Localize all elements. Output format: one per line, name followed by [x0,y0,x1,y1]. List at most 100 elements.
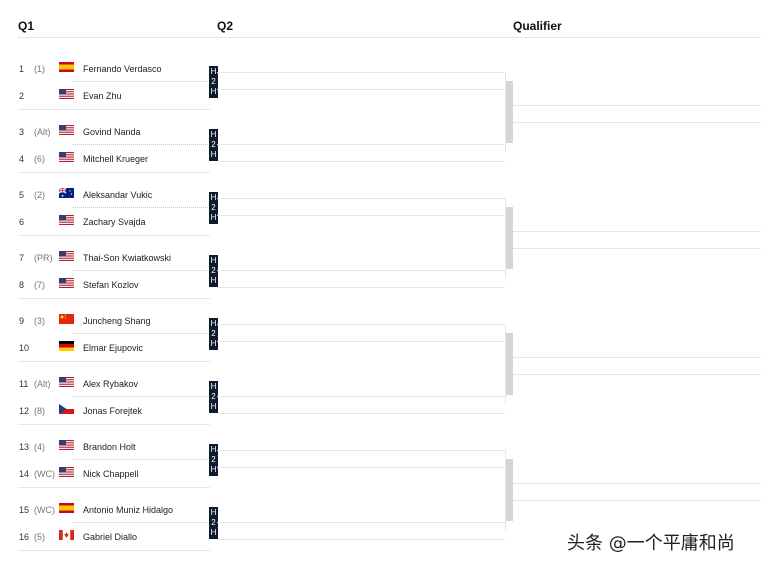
h2h-letter: H [210,276,217,285]
bracket-connector [505,459,513,521]
player-row[interactable]: 15(WC)Antonio Muniz Hidalgo [18,499,210,521]
draw-position: 11 [19,379,29,389]
h2h-letter: H [210,319,217,328]
player-separator [73,396,210,397]
player-row[interactable]: 1 (1) Fernando Verdasco [18,58,210,80]
canada-flag-icon [59,530,74,540]
seed-label: (1) [34,64,45,74]
player-row[interactable]: 7(PR)Thai-Son Kwiatkowski [18,247,210,269]
player-separator [73,207,210,208]
player-row[interactable]: 14(WC)Nick Chappell [18,463,210,485]
player-row[interactable]: 4(6)Mitchell Krueger [18,148,210,170]
h2h-letter: 2 [211,329,216,338]
q2-slot-line [217,341,505,342]
player-name[interactable]: Nick Chappell [83,469,139,479]
player-row[interactable]: 8(7)Stefan Kozlov [18,274,210,296]
q2-slot-line [217,413,505,414]
draw-position: 5 [19,190,25,200]
player-row[interactable]: 5(2)Aleksandar Vukic [18,184,210,206]
player-row[interactable]: 6 Zachary Svajda [18,211,210,233]
usa-flag-icon [59,377,74,387]
seed-label: (Alt) [34,127,51,137]
h2h-letter: H [210,445,217,454]
player-name[interactable]: Alex Rybakov [83,379,139,389]
h2h-letter: 2 [211,140,216,149]
draw-position: 1 [19,64,25,74]
usa-flag-icon [59,251,74,261]
draw-position: 6 [19,217,25,227]
seed-label: (8) [34,406,45,416]
player-name[interactable]: Thai-Son Kwiatkowski [83,253,172,263]
match-6: 11(Alt)Alex Rybakov 12 (8) Jonas Forejtek [18,370,210,425]
header-divider [18,37,761,38]
h2h-letter: H [210,213,217,222]
draw-position: 15 [19,505,30,515]
bracket-connector [505,207,513,269]
player-row[interactable]: 9(3)Juncheng Shang [18,310,210,332]
player-name[interactable]: Elmar Ejupovic [83,343,144,353]
player-name[interactable]: Mitchell Krueger [83,154,149,164]
player-row[interactable]: 3(Alt)Govind Nanda [18,121,210,143]
player-row[interactable]: 12 (8) Jonas Forejtek [18,400,210,422]
usa-flag-icon [59,152,74,162]
h2h-letter: H [210,339,217,348]
draw-position: 7 [19,253,25,263]
h2h-letter: 2 [211,77,216,86]
q2-slot-line [217,396,505,397]
player-name[interactable]: Govind Nanda [83,127,141,137]
qualifier-slot-line [513,231,761,232]
q2-slot-line [217,522,505,523]
match-3: 5(2)Aleksandar Vukic 6 Zachary Svajda [18,181,210,236]
player-name[interactable]: Gabriel Diallo [83,532,138,542]
player-name[interactable]: Juncheng Shang [83,316,151,326]
germany-flag-icon [59,341,74,351]
player-name[interactable]: Zachary Svajda [83,217,146,227]
qualifier-slot-line [513,122,761,123]
draw-position: 4 [19,154,25,164]
player-name[interactable]: Jonas Forejtek [83,406,143,416]
h2h-letter: H [210,528,217,537]
h2h-letter: H [210,193,217,202]
qualifier-slot-line [513,374,761,375]
draw-position: 8 [19,280,25,290]
draw-position: 12 [19,406,30,416]
usa-flag-icon [59,89,74,99]
q2-slot-line [217,287,505,288]
player-separator [73,270,210,271]
player-name[interactable]: Fernando Verdasco [83,64,162,74]
player-separator [73,144,210,145]
player-name[interactable]: Stefan Kozlov [83,280,139,290]
draw-position: 16 [19,532,30,542]
qualifier-slot-line [513,357,761,358]
usa-flag-icon [59,278,74,288]
player-row[interactable]: 11(Alt)Alex Rybakov [18,373,210,395]
bracket-connector-line [505,324,506,404]
player-row[interactable]: 13(4)Brandon Holt [18,436,210,458]
q2-slot-line [217,467,505,468]
q2-slot-line [217,161,505,162]
player-name[interactable]: Evan Zhu [83,91,122,101]
usa-flag-icon [59,125,74,135]
player-row[interactable]: 16(5)Gabriel Diallo [18,526,210,548]
player-name[interactable]: Aleksandar Vukic [83,190,153,200]
q2-slot-line [217,144,505,145]
draw-position: 14 [19,469,30,479]
china-flag-icon [59,314,74,324]
player-name[interactable]: Antonio Muniz Hidalgo [83,505,174,515]
player-name[interactable]: Brandon Holt [83,442,136,452]
q2-slot-line [217,324,505,325]
h2h-letter: H [210,402,217,411]
h2h-letter: H [210,150,217,159]
